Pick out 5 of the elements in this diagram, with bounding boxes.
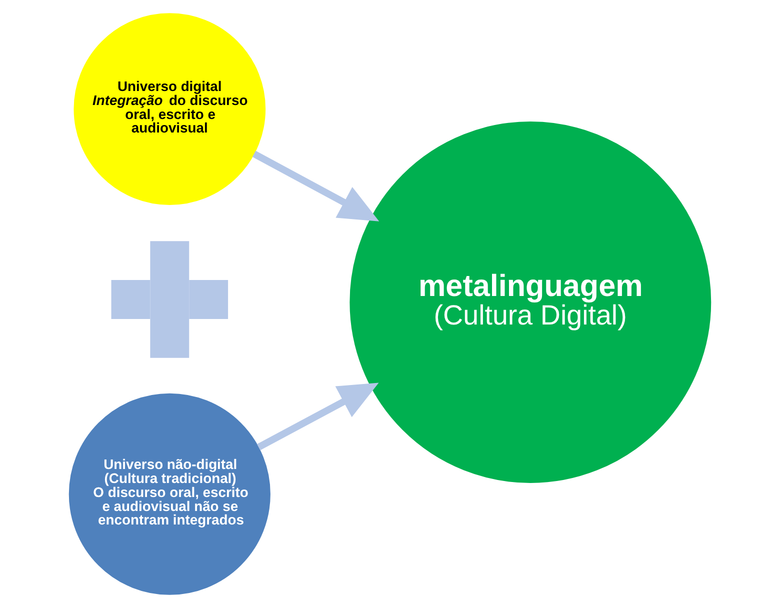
node-circle: metalinguagem (Cultura Digital): [349, 122, 711, 483]
node-circle: Universo não-digital (Cultura tradicional) O discurso oral, escrito e audiovisual não se encontram integrados: [68, 393, 270, 595]
arrow: [252, 150, 379, 222]
arrow: [256, 382, 378, 450]
node-circle: Universo digital Integração do discurso oral, escrito e audiovisual: [73, 13, 266, 205]
